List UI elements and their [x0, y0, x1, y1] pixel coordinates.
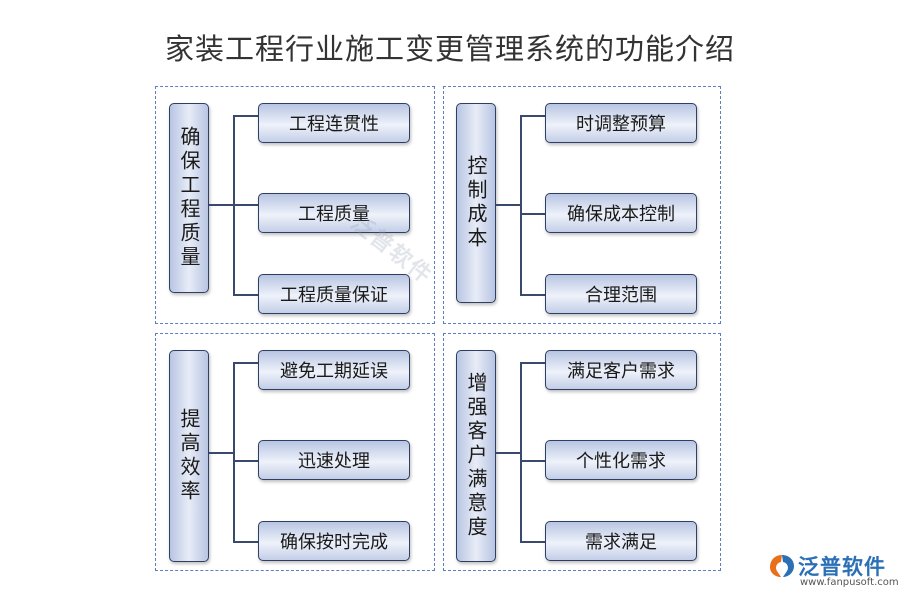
panel-satisfaction [443, 333, 721, 571]
panel-cost [443, 86, 721, 324]
item-box: 需求满足 [545, 521, 697, 561]
item-box: 满足客户需求 [545, 350, 697, 390]
item-box: 确保按时完成 [258, 521, 410, 561]
connector-line [520, 541, 545, 543]
connector-line [520, 362, 545, 364]
item-label: 确保成本控制 [567, 204, 675, 225]
item-label: 迅速处理 [298, 451, 370, 472]
connector-line [233, 541, 258, 543]
connector-line [233, 362, 258, 364]
item-box: 时调整预算 [545, 103, 697, 143]
connector-line [209, 452, 233, 454]
item-label: 工程连贯性 [289, 114, 379, 135]
category-box-quality: 确保工程质量 [169, 103, 209, 293]
item-box: 合理范围 [545, 274, 697, 314]
connector-line [520, 362, 522, 542]
category-label: 控制成本 [464, 155, 488, 251]
item-box: 确保成本控制 [545, 193, 697, 233]
panel-efficiency [155, 333, 435, 571]
item-label: 需求满足 [585, 532, 657, 553]
item-label: 时调整预算 [576, 114, 666, 135]
connector-line [496, 204, 520, 206]
connector-line [209, 204, 233, 206]
category-box-efficiency: 提高效率 [169, 350, 209, 562]
connector-line [233, 460, 258, 462]
item-box: 工程质量 [258, 193, 410, 233]
connector-line [496, 452, 520, 454]
connector-line [520, 115, 545, 117]
item-label: 避免工期延误 [280, 361, 388, 382]
item-label: 满足客户需求 [567, 361, 675, 382]
item-label: 确保按时完成 [280, 532, 388, 553]
panel-quality [155, 86, 435, 324]
logo-text: 泛普软件 [798, 555, 886, 579]
item-box: 避免工期延误 [258, 350, 410, 390]
item-box: 迅速处理 [258, 440, 410, 480]
category-label: 确保工程质量 [177, 126, 201, 270]
connector-line [233, 204, 258, 206]
connector-line [520, 460, 545, 462]
connector-line [233, 115, 258, 117]
category-label: 增强客户满意度 [464, 372, 488, 540]
item-label: 工程质量保证 [280, 285, 388, 306]
item-label: 工程质量 [298, 204, 370, 225]
category-label: 提高效率 [177, 408, 201, 504]
item-box: 个性化需求 [545, 440, 697, 480]
connector-line [520, 115, 522, 295]
connector-line [233, 362, 235, 542]
logo-url: www.fanpusoft.com [800, 577, 899, 588]
item-box: 工程连贯性 [258, 103, 410, 143]
item-label: 个性化需求 [576, 451, 666, 472]
brand-logo: 泛普软件 www.fanpusoft.com [768, 551, 899, 596]
connector-line [520, 213, 545, 215]
logo-mark-icon [770, 555, 794, 577]
connector-line [233, 294, 258, 296]
diagram-title: 家装工程行业施工变更管理系统的功能介绍 [164, 32, 735, 66]
item-box: 工程质量保证 [258, 274, 410, 314]
connector-line [520, 294, 545, 296]
item-label: 合理范围 [585, 285, 657, 306]
category-box-cost: 控制成本 [456, 103, 496, 303]
category-box-satisfaction: 增强客户满意度 [456, 350, 496, 562]
